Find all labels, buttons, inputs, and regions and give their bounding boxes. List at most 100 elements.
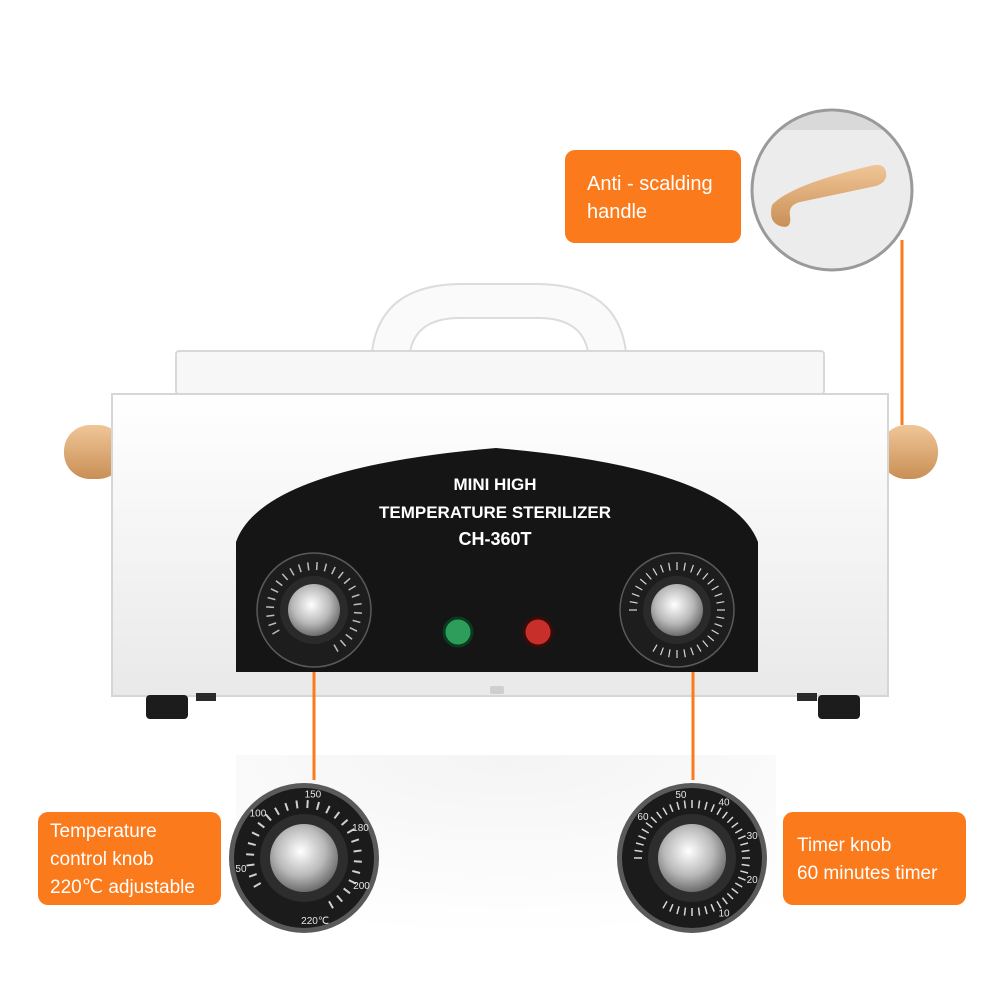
dial-tick	[353, 860, 362, 863]
dial-tick	[710, 804, 715, 813]
dial-tick	[737, 876, 746, 881]
dial-tick	[315, 801, 320, 810]
product-title-line2: TEMPERATURE STERILIZER	[378, 503, 612, 522]
dial-tick	[716, 601, 725, 604]
callout-temp-line1: Temperature	[50, 821, 157, 842]
dial-label: 100	[250, 809, 267, 820]
dial-tick	[656, 811, 663, 819]
dial-tick	[345, 633, 353, 640]
dial-tick	[721, 811, 728, 819]
dial-tick	[306, 800, 309, 809]
dial-tick	[740, 842, 749, 846]
dial-tick	[716, 807, 722, 816]
dial-tick	[265, 813, 272, 822]
dial-tick	[351, 838, 360, 843]
dial-tick	[629, 601, 638, 604]
dial-tick	[726, 892, 734, 900]
dial-label: 200	[353, 881, 370, 892]
left-side-handle	[64, 425, 124, 479]
dial-tick	[734, 828, 743, 834]
dial-tick	[711, 629, 719, 635]
dial-tick	[704, 801, 708, 810]
dial-tick	[660, 647, 664, 656]
dial-label: 20	[747, 875, 759, 886]
green-indicator-light	[442, 616, 474, 648]
dial-tick	[710, 903, 715, 912]
dial-tick	[741, 863, 750, 867]
dial-tick	[246, 853, 255, 856]
dial-tick	[635, 842, 644, 846]
dial-tick	[676, 801, 680, 810]
dial-label: 150	[305, 790, 322, 801]
dial-tick	[696, 644, 702, 652]
dial-tick	[652, 644, 658, 652]
dial-tick	[340, 819, 349, 826]
dial-tick	[634, 849, 643, 853]
dial-tick	[731, 887, 739, 894]
dial-tick	[662, 807, 668, 816]
callout-handle-line2: handle	[587, 201, 648, 223]
dial-tick	[284, 802, 289, 811]
dial-tick	[274, 807, 280, 816]
dial-tick	[662, 900, 668, 909]
dial-label: 40	[718, 798, 730, 809]
dial-tick	[251, 831, 260, 837]
dial-tick	[325, 805, 331, 814]
dial-tick	[352, 869, 361, 874]
dial-tick	[721, 897, 728, 905]
dial-tick	[348, 879, 357, 885]
dial-tick	[716, 616, 725, 619]
right-foot	[818, 695, 860, 719]
dial-label: 10	[718, 908, 730, 919]
product-title-line1: MINI HIGH	[453, 475, 537, 494]
dial-tick	[696, 568, 702, 576]
callout-temp-line2: control knob	[50, 849, 154, 870]
dial-tick	[248, 873, 257, 878]
dial-tick	[676, 906, 680, 915]
dial-tick	[246, 863, 255, 867]
dial-tick	[257, 821, 265, 829]
dial-label: 30	[747, 831, 759, 842]
dial-tick	[669, 903, 674, 912]
callout-temp-line3: 220℃ adjustable	[50, 877, 195, 898]
product-model: CH-360T	[458, 529, 532, 549]
rear-foot-left	[196, 693, 216, 701]
dial-tick	[737, 835, 746, 840]
timer-knob[interactable]	[619, 552, 735, 668]
dial-tick	[638, 835, 647, 840]
dial-tick	[734, 882, 743, 888]
dial-tick	[267, 596, 276, 601]
dial-tick	[352, 619, 361, 624]
dial-tick	[297, 564, 302, 573]
dial-tick	[704, 906, 708, 915]
dial-tick	[702, 640, 709, 648]
dial-label: 180	[352, 823, 369, 834]
dial-tick	[268, 622, 277, 627]
dial-tick	[343, 887, 351, 895]
dial-label: 220℃	[301, 916, 329, 927]
anti-scalding-handle-callout: Anti - scalding handle	[565, 150, 741, 243]
dial-tick	[714, 593, 723, 597]
dial-tick	[702, 572, 709, 580]
dial-tick	[349, 627, 358, 632]
handle-zoom	[750, 108, 914, 272]
dial-tick	[266, 614, 275, 618]
dial-tick	[697, 800, 701, 809]
dial-tick	[337, 571, 344, 579]
lid	[175, 350, 825, 395]
dial-tick	[353, 849, 362, 853]
dial-tick	[697, 907, 701, 916]
dial-tick	[690, 647, 694, 656]
dial-tick	[683, 649, 686, 658]
dial-tick	[716, 900, 722, 909]
dial-tick	[353, 611, 362, 614]
dial-tick	[270, 588, 279, 593]
dial-tick	[650, 816, 658, 824]
callout-handle-line1: Anti - scalding	[587, 173, 713, 195]
dial-tick	[741, 849, 750, 853]
timer-knob-callout: Timer knob 60 minutes timer	[783, 812, 966, 905]
temperature-knob[interactable]	[256, 552, 372, 668]
dial-tick	[289, 568, 295, 576]
